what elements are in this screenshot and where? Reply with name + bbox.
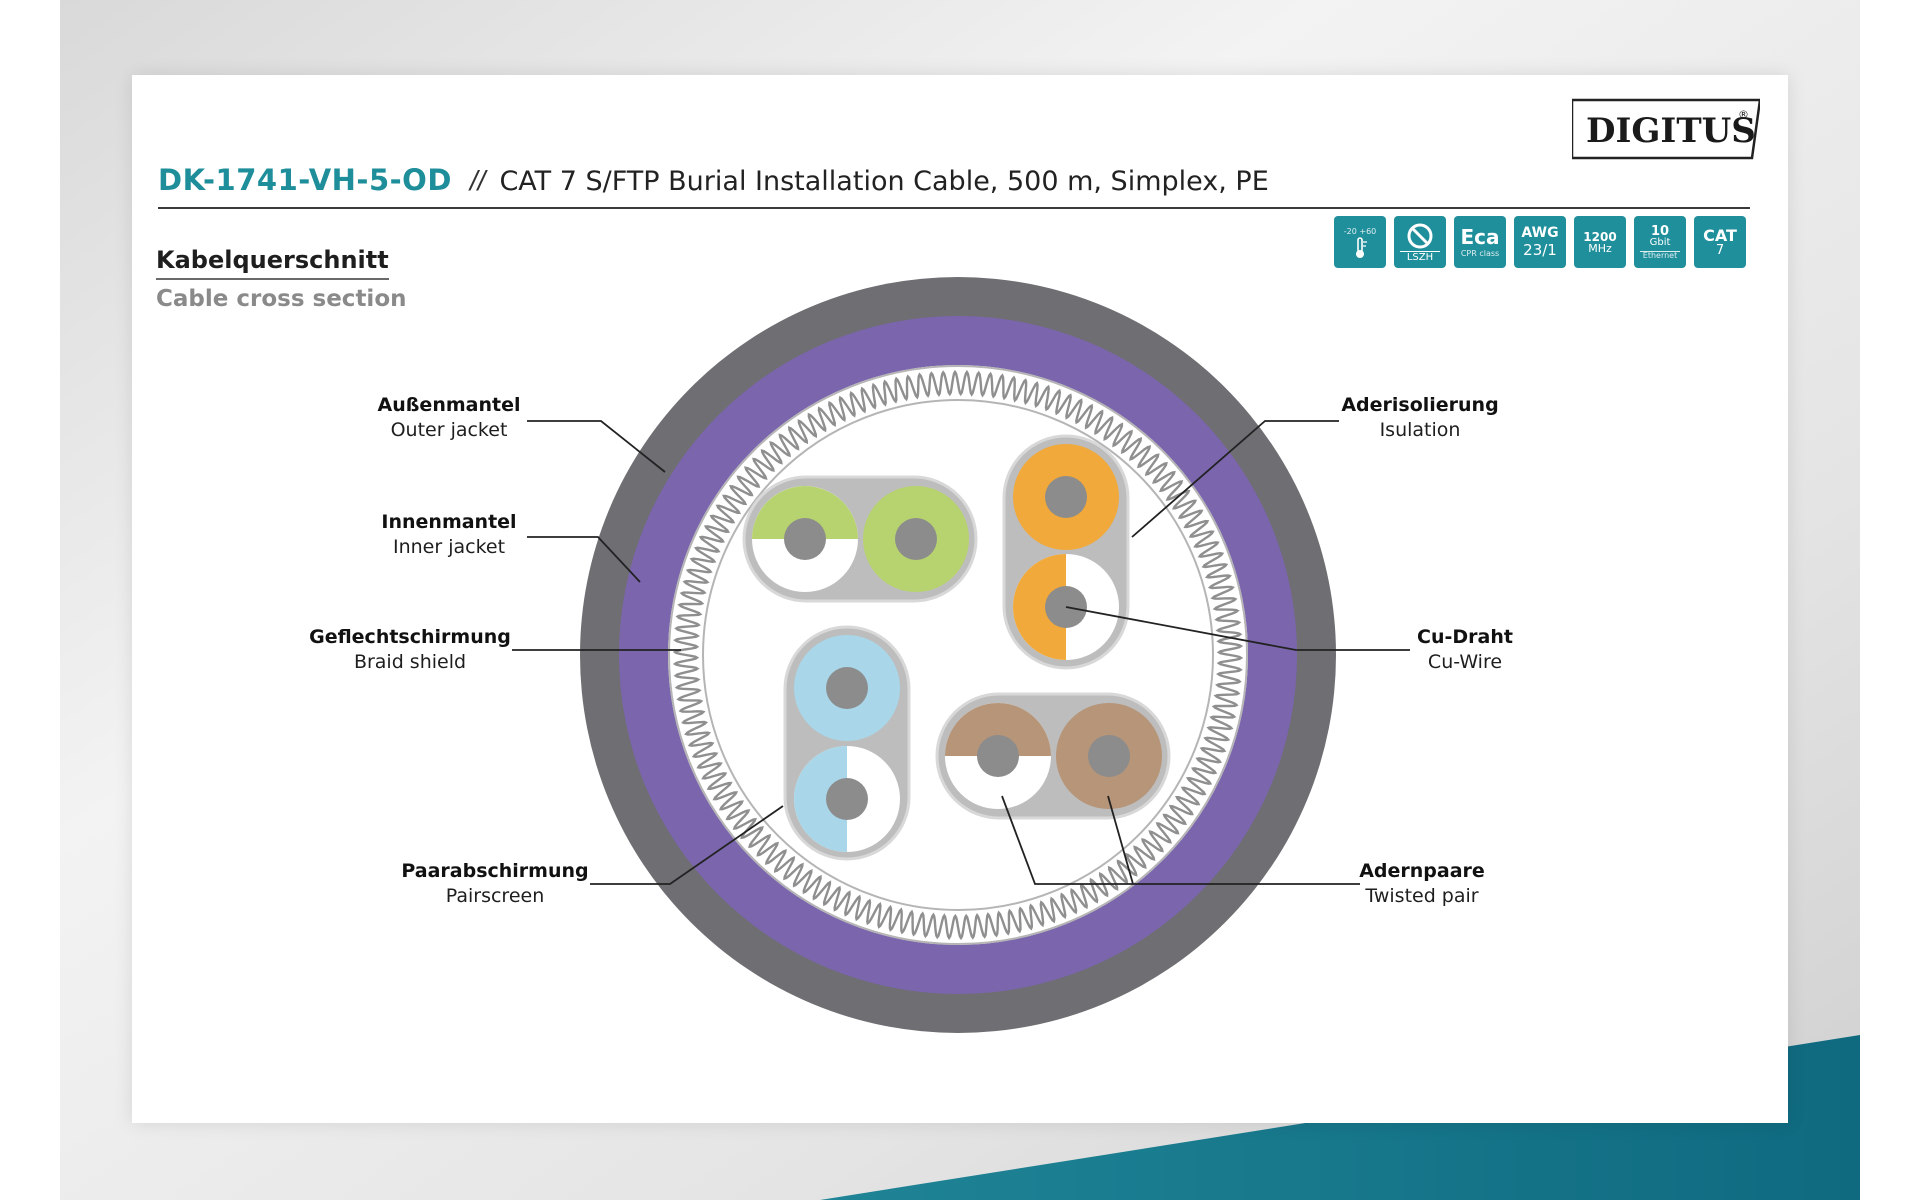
leader-pairscreen [590,805,784,885]
braid-shield-outline-outer [668,365,1248,945]
product-code: DK-1741-VH-5-OD [158,163,452,197]
thermometer-icon [1356,236,1367,258]
insulation-green-stripe [752,486,858,539]
insulation-blue-stripe [794,746,847,852]
label-outer-jacket-en: Outer jacket [390,419,508,441]
label-pairscreen: Paarabschirmung Pairscreen [395,860,595,907]
insulation-brown-stripe [945,703,1051,756]
twisted-pair-blue [783,625,911,861]
leader-cu-wire [1065,606,1410,651]
frequency-icon: 1200 MHz [1574,216,1626,268]
label-insulation-en: Isulation [1379,419,1461,441]
cu-wire-blue-white [826,778,868,820]
label-cu-wire-en: Cu-Wire [1427,651,1503,673]
feature-badges: -20 +60 LSZH Eca CPR class AWG 23/1 1200… [1334,216,1746,268]
label-insulation: Aderisolierung Isulation [1335,394,1505,441]
label-inner-jacket-en: Inner jacket [392,536,506,558]
badge-temperature-text: -20 +60 [1343,226,1377,236]
label-insulation-de: Aderisolierung [1341,394,1499,416]
twisted-pair-green [742,475,978,603]
badge-frequency-bottom: MHz [1588,241,1612,255]
badge-eca-text: Eca [1460,224,1500,249]
leader-twisted-pair-a [1001,795,1360,885]
temperature-range-icon: -20 +60 [1334,216,1386,268]
leader-outer-jacket [527,420,666,473]
cu-wire-green-white [784,518,826,560]
badge-ethernet-top: 10 [1650,223,1670,239]
badge-cat-bottom: 7 [1715,242,1725,258]
label-braid-shield: Geflechtschirmung Braid shield [305,626,515,673]
badge-cat-top: CAT [1703,225,1737,245]
cu-wire-blue [826,667,868,709]
title-separator: // [469,165,486,196]
logo-registered-mark: ® [1738,108,1749,121]
label-pairscreen-de: Paarabschirmung [401,860,589,882]
braid-shield-wave [672,369,1244,941]
cable-core-area [706,403,1210,907]
lszh-icon: LSZH [1394,216,1446,268]
label-braid-shield-en: Braid shield [353,651,467,673]
twisted-pair-brown [935,692,1171,820]
digitus-logo: DIGITUS ® [1572,98,1760,160]
label-cu-wire-de: Cu-Draht [1417,626,1513,648]
gigabit-ethernet-icon: 10 Gbit Ethernet [1634,216,1686,268]
section-title-en: Cable cross section [156,286,407,312]
cu-wire-green [895,518,937,560]
label-pairscreen-en: Pairscreen [445,885,545,907]
cu-wire-orange [1045,476,1087,518]
badge-ethernet-small: Ethernet [1640,250,1680,260]
badge-eca-small: CPR class [1460,248,1500,258]
cu-wire-brown [1088,735,1130,777]
section-title-de: Kabelquerschnitt [156,246,389,280]
leader-inner-jacket [527,536,641,583]
no-halogen-icon [1407,223,1433,249]
label-twisted-pair: Adernpaare Twisted pair [1347,860,1497,907]
eca-class-icon: Eca CPR class [1454,216,1506,268]
label-cu-wire: Cu-Draht Cu-Wire [1400,626,1530,673]
product-title-row: DK-1741-VH-5-OD // CAT 7 S/FTP Burial Inst… [158,163,1750,209]
badge-lszh-text: LSZH [1400,251,1440,263]
category-icon: CAT 7 [1694,216,1746,268]
twisted-pair-orange [1002,434,1130,670]
label-braid-shield-de: Geflechtschirmung [309,626,511,648]
cu-wire-brown-white [977,735,1019,777]
badge-awg-top: AWG [1521,225,1559,241]
label-twisted-pair-en: Twisted pair [1365,885,1479,907]
logo-text: DIGITUS [1586,111,1756,151]
insulation-orange-stripe [1013,554,1066,660]
awg-icon: AWG 23/1 [1514,216,1566,268]
badge-frequency-top: 1200 [1583,229,1617,244]
label-inner-jacket-de: Innenmantel [381,511,517,533]
section-heading: Kabelquerschnitt Cable cross section [156,246,407,312]
leader-twisted-pair-b [1107,795,1134,885]
label-inner-jacket: Innenmantel Inner jacket [369,511,529,558]
label-outer-jacket-de: Außenmantel [377,394,521,416]
braid-shield-outline-inner [702,399,1214,911]
badge-ethernet-bottom: Gbit [1649,236,1671,248]
badge-awg-bottom: 23/1 [1523,241,1557,259]
product-description: CAT 7 S/FTP Burial Installation Cable, 5… [499,166,1269,197]
leader-insulation [1131,420,1339,538]
label-outer-jacket: Außenmantel Outer jacket [369,394,529,441]
label-twisted-pair-de: Adernpaare [1359,860,1485,882]
